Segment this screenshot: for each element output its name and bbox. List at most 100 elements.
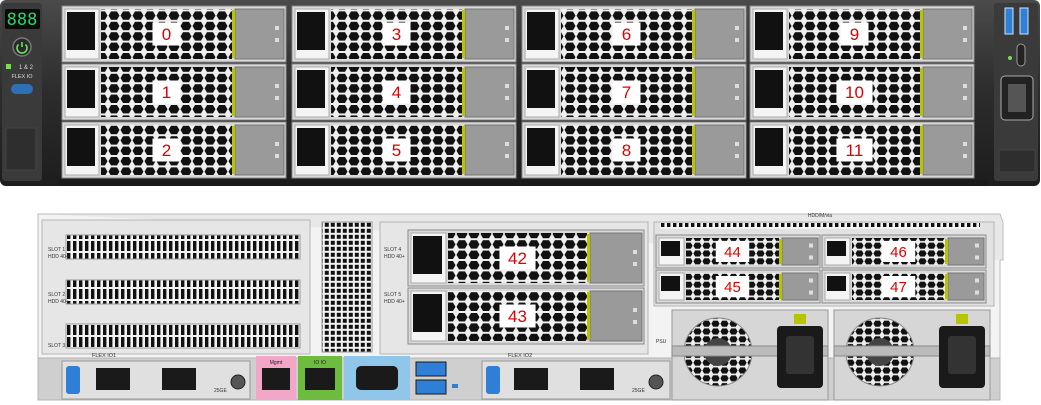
drive-tray xyxy=(922,124,973,176)
drive-latch[interactable] xyxy=(587,234,590,282)
slot-label: SLOT 4 xyxy=(384,247,401,253)
drive-tray xyxy=(922,66,973,118)
psu-2-handle[interactable] xyxy=(833,345,991,357)
drive-latch[interactable] xyxy=(692,10,695,58)
usb-port-rear-2[interactable] xyxy=(415,379,447,395)
drive-handle-slot xyxy=(661,276,680,291)
drive-bay[interactable]: 9 xyxy=(749,5,975,63)
drive-bay[interactable]: 3 xyxy=(291,5,517,63)
drive-led xyxy=(735,154,739,158)
slot-labels: SLOT 1 HDD 40+ SLOT 2 HDD 40+ SLOT 3 SLO… xyxy=(48,247,405,349)
flex-io1-latch[interactable] xyxy=(66,366,80,394)
drive-led xyxy=(975,243,979,248)
flex-io1-port-1[interactable] xyxy=(96,368,130,390)
drive-latch[interactable] xyxy=(692,68,695,116)
drive-bay[interactable]: 44 xyxy=(655,234,821,269)
bay-label-bg xyxy=(715,276,750,297)
power-icon xyxy=(16,42,28,54)
drive-tray xyxy=(589,232,643,284)
drive-led xyxy=(809,278,813,283)
flex-io1-screw[interactable] xyxy=(230,374,246,390)
bay-label-bg xyxy=(612,138,641,162)
psu-1 xyxy=(671,309,829,401)
drive-latch[interactable] xyxy=(232,68,235,116)
usb-port-2[interactable] xyxy=(1019,7,1029,35)
bay-label-bg xyxy=(612,80,641,104)
flex-io2-label: FLEX IO2 xyxy=(508,353,532,359)
drive-bay[interactable]: 10 xyxy=(749,63,975,121)
drive-bay[interactable]: 7 xyxy=(521,63,747,121)
drive-latch[interactable] xyxy=(779,239,782,264)
drive-latch[interactable] xyxy=(920,68,923,116)
drive-bay[interactable]: 43 xyxy=(407,287,645,345)
drive-bay[interactable]: 4 xyxy=(291,63,517,121)
drive-latch[interactable] xyxy=(945,239,948,264)
drive-handle-slot xyxy=(67,12,95,50)
vga-port[interactable] xyxy=(356,366,398,390)
flex-io2-port-1[interactable] xyxy=(514,368,548,390)
drive-latch[interactable] xyxy=(920,10,923,58)
drive-bay[interactable]: 0 xyxy=(61,5,287,63)
drive-bay[interactable]: 42 xyxy=(407,229,645,287)
psu-1-handle[interactable] xyxy=(671,345,829,357)
psu-1-latch[interactable] xyxy=(794,314,806,324)
drive-bay[interactable]: 1 xyxy=(61,63,287,121)
drive-handle-slot xyxy=(827,241,846,256)
usb-c-port[interactable] xyxy=(1016,43,1026,67)
bay-label: 1 xyxy=(162,83,171,102)
bay-label-bg xyxy=(152,22,181,46)
drive-latch[interactable] xyxy=(232,126,235,174)
flex-io2-port-2[interactable] xyxy=(580,368,614,390)
drive-handle-slot xyxy=(297,12,325,50)
drive-latch[interactable] xyxy=(462,68,465,116)
drive-latch[interactable] xyxy=(945,274,948,299)
drive-latch[interactable] xyxy=(232,10,235,58)
drive-latch[interactable] xyxy=(462,10,465,58)
pcie-slot-2 xyxy=(65,279,301,305)
slot-tag: HDD 40+ xyxy=(48,299,69,305)
drive-bay[interactable]: 45 xyxy=(655,269,821,304)
drive-bay[interactable]: 11 xyxy=(749,121,975,179)
onboard-ports: Mgmt IO IO xyxy=(256,356,458,400)
slot-label: SLOT 5 xyxy=(384,292,401,298)
drive-bay[interactable]: 47 xyxy=(821,269,987,304)
drive-led xyxy=(633,262,637,266)
bay-label: 46 xyxy=(890,244,907,261)
drive-led xyxy=(963,84,967,88)
mgmt-port[interactable] xyxy=(262,368,290,390)
flex-io1-port-label: 25GE xyxy=(214,388,227,394)
drive-bay[interactable]: 6 xyxy=(521,5,747,63)
drive-led xyxy=(975,255,979,260)
flex-io2-screw[interactable] xyxy=(648,374,664,390)
bay-label-bg xyxy=(612,22,641,46)
flex-io-1: FLEX IO1 25GE xyxy=(61,353,251,400)
drive-bay[interactable]: 8 xyxy=(521,121,747,179)
drive-tray xyxy=(234,8,285,60)
bay-label-bg xyxy=(881,241,916,262)
drive-led xyxy=(809,243,813,248)
drive-bay[interactable]: 46 xyxy=(821,234,987,269)
drive-bay[interactable]: 2 xyxy=(61,121,287,179)
psu-2-latch[interactable] xyxy=(956,314,968,324)
drive-led xyxy=(963,96,967,100)
flex-io1-port-2[interactable] xyxy=(162,368,196,390)
usb-port-1[interactable] xyxy=(1004,7,1014,35)
drive-tray xyxy=(694,66,745,118)
bay-label: 45 xyxy=(724,279,741,296)
drive-led xyxy=(633,320,637,324)
hdd-tag: HDD/M/via xyxy=(808,213,832,219)
drive-latch[interactable] xyxy=(692,126,695,174)
uid-button[interactable] xyxy=(11,84,33,94)
drive-latch[interactable] xyxy=(779,274,782,299)
drive-latch[interactable] xyxy=(920,126,923,174)
slot-tag: HDD 40+ xyxy=(384,299,405,305)
psu-label-group: PSU xyxy=(656,339,667,345)
usb-port-rear-1[interactable] xyxy=(415,361,447,377)
io-port[interactable] xyxy=(305,368,335,390)
bay-label: 4 xyxy=(392,83,401,102)
drive-latch[interactable] xyxy=(462,126,465,174)
drive-tray xyxy=(694,124,745,176)
drive-bay[interactable]: 5 xyxy=(291,121,517,179)
drive-latch[interactable] xyxy=(587,292,590,340)
flex-io2-latch[interactable] xyxy=(486,366,500,394)
